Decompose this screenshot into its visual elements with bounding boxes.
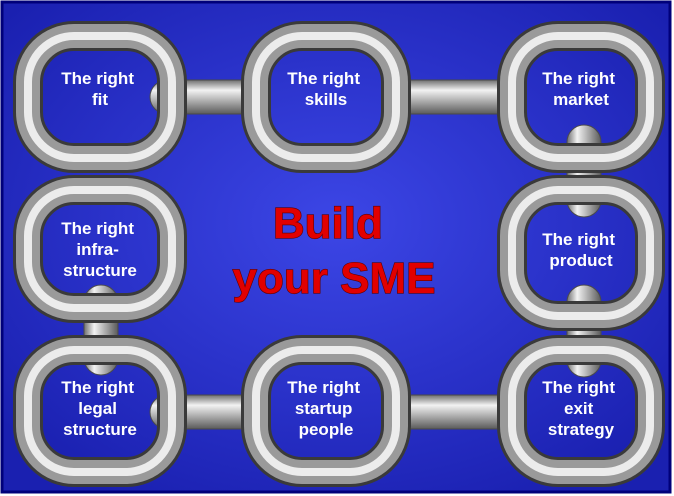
node-label-exit-strategy: The right exit strategy [542,378,619,439]
node-label-market: The right market [542,69,619,109]
ring-market [497,21,665,173]
node-label-line: strategy [548,420,615,439]
node-label-infrastructure: The right infra- structure [61,219,138,280]
node-label-line: The right [287,69,360,88]
node-label-line: The right [542,378,615,397]
ring-skills [241,21,411,173]
ring-legal-structure [13,335,187,487]
node-label-line: structure [63,261,137,280]
node-label-line: exit [564,399,594,418]
node-label-startup-people: The right startup people [287,378,364,439]
node-label-line: fit [92,90,108,109]
ring-infrastructure [13,175,187,323]
center-title-line: your SME [233,254,436,303]
ring-exit-strategy [497,335,665,487]
node-label-skills: The right skills [287,69,364,109]
ring-product [497,175,665,331]
node-label-line: The right [61,69,134,88]
node-label-line: The right [61,378,134,397]
node-label-line: The right [542,230,615,249]
node-label-line: people [299,420,354,439]
center-title-line: Build [273,199,383,248]
node-label-line: structure [63,420,137,439]
node-label-line: skills [305,90,348,109]
node-label-legal-structure: The right legal structure [61,378,138,439]
center-title: Build your SME [233,199,436,303]
node-label-line: The right [542,69,615,88]
node-label-line: startup [295,399,353,418]
ring-fit [13,21,187,173]
node-labels: The right fit The right skills The right… [61,69,619,439]
node-label-line: The right [61,219,134,238]
node-label-line: legal [78,399,117,418]
node-label-line: infra- [76,240,119,259]
node-label-line: product [549,251,613,270]
node-label-fit: The right fit [61,69,138,109]
node-label-line: market [553,90,609,109]
node-label-product: The right product [542,230,619,270]
chain-rings [13,21,665,487]
ring-startup-people [241,335,411,487]
node-label-line: The right [287,378,360,397]
